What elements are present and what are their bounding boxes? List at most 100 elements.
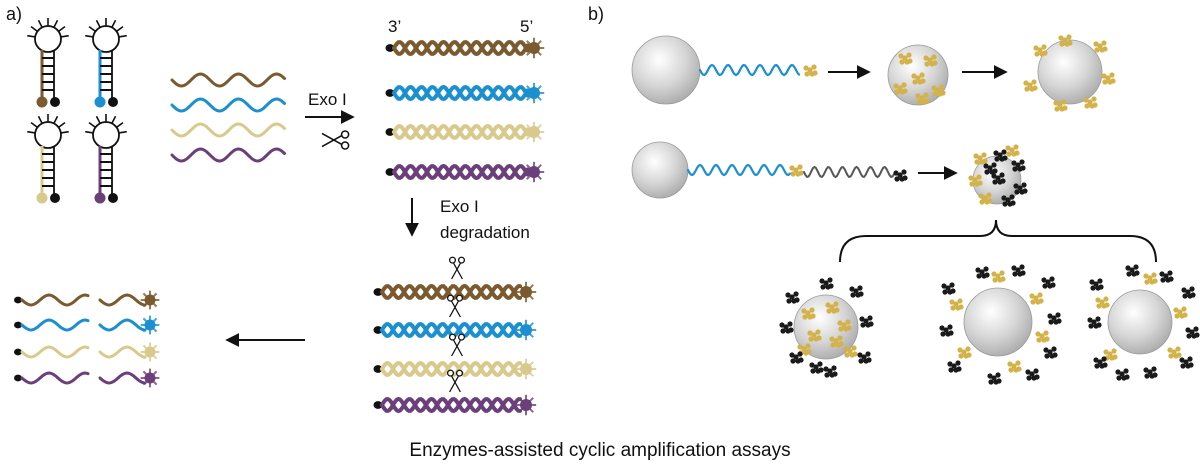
duplex-helix-b bbox=[380, 283, 522, 301]
fragment-strand bbox=[98, 345, 147, 359]
scissors-blade bbox=[452, 339, 463, 357]
cluster-particle bbox=[920, 78, 926, 84]
cluster-particle bbox=[827, 368, 833, 374]
hairpin-spike bbox=[118, 34, 127, 38]
cluster-particle bbox=[958, 353, 964, 359]
cluster-particle bbox=[902, 88, 908, 94]
cluster-particle bbox=[1179, 357, 1185, 363]
scissors-blade bbox=[451, 262, 462, 280]
nanoparticle-cluster-icon bbox=[1103, 348, 1118, 361]
cluster-particle bbox=[1107, 351, 1113, 357]
cluster-particle bbox=[894, 89, 900, 95]
cluster-particle bbox=[853, 288, 859, 294]
cluster-particle bbox=[806, 349, 812, 355]
nanoparticle-cluster-icon bbox=[947, 360, 962, 373]
cluster-particle bbox=[982, 158, 988, 164]
cluster-particle bbox=[1167, 270, 1173, 276]
cluster-particle bbox=[931, 85, 937, 91]
scissors-blade bbox=[321, 132, 343, 146]
cluster-particle bbox=[976, 273, 982, 279]
cluster-particle bbox=[807, 330, 813, 336]
cluster-particle bbox=[1189, 329, 1195, 335]
cluster-particle bbox=[1101, 40, 1107, 46]
cluster-particle bbox=[845, 319, 851, 325]
nanoparticle-cluster-icon bbox=[1007, 360, 1022, 373]
cluster-particle bbox=[788, 327, 794, 333]
cluster-particle bbox=[932, 60, 938, 66]
cluster-particle bbox=[979, 199, 985, 205]
cluster-particle bbox=[1090, 285, 1096, 291]
cluster-particle bbox=[1151, 272, 1157, 278]
cluster-particle bbox=[1087, 99, 1093, 105]
cluster-particle bbox=[1181, 287, 1187, 293]
cluster-particle bbox=[1112, 354, 1118, 360]
nanoparticle-cluster-icon bbox=[807, 329, 822, 342]
cluster-particle bbox=[1173, 307, 1179, 313]
cluster-particle bbox=[805, 343, 811, 349]
nanoparticle-cluster-icon bbox=[978, 192, 993, 205]
cluster-particle bbox=[789, 165, 795, 171]
fluorophore-core bbox=[520, 399, 532, 411]
nanoparticle-cluster-icon bbox=[837, 319, 852, 332]
cluster-particle bbox=[1033, 368, 1039, 374]
cluster-particle bbox=[1187, 356, 1193, 362]
cluster-particle bbox=[1193, 326, 1199, 332]
nanoparticle-cluster-icon bbox=[1093, 356, 1108, 369]
duplex-strand bbox=[385, 37, 545, 59]
cluster-particle bbox=[1097, 43, 1103, 49]
cluster-particle bbox=[1119, 371, 1125, 377]
cluster-particle bbox=[817, 361, 823, 367]
cluster-particle bbox=[1062, 105, 1068, 111]
hairpin-probe-icon bbox=[27, 114, 69, 204]
hairpin-spike bbox=[53, 115, 59, 124]
cluster-particle bbox=[1160, 277, 1166, 283]
degradation-label-line1: Exo I bbox=[440, 197, 479, 216]
cluster-particle bbox=[1143, 367, 1149, 373]
cluster-particle bbox=[1102, 362, 1108, 368]
cluster-particle bbox=[1182, 293, 1188, 299]
cluster-particle bbox=[1010, 200, 1016, 206]
cluster-particle bbox=[1129, 267, 1135, 273]
cluster-particle bbox=[902, 55, 908, 61]
hairpin-spike bbox=[37, 19, 43, 28]
cluster-particle bbox=[924, 98, 930, 104]
quencher-dot-icon bbox=[373, 401, 383, 409]
cluster-particle bbox=[939, 325, 945, 331]
cluster-particle bbox=[983, 163, 989, 169]
nanoparticle-cluster-icon bbox=[1058, 34, 1073, 47]
cluster-particle bbox=[945, 285, 951, 291]
cluster-particle bbox=[1030, 299, 1036, 305]
cluster-particle bbox=[1061, 99, 1067, 105]
cluster-particle bbox=[841, 322, 847, 328]
magnetic-bead-icon bbox=[631, 35, 701, 105]
cluster-particle bbox=[1002, 155, 1008, 161]
cluster-particle bbox=[823, 366, 829, 372]
cluster-particle bbox=[1002, 201, 1008, 207]
quencher-dot-icon bbox=[385, 168, 395, 176]
duplex-strand bbox=[373, 394, 537, 416]
cluster-particle bbox=[950, 305, 956, 311]
cluster-particle bbox=[1017, 185, 1023, 191]
cluster-particle bbox=[949, 282, 955, 288]
hairpin-spike bbox=[88, 122, 96, 129]
duplex-strand bbox=[385, 82, 545, 104]
nanoparticle-cluster-icon bbox=[1035, 330, 1050, 343]
cluster-particle bbox=[844, 352, 850, 358]
nanoparticle-cluster-icon bbox=[975, 266, 990, 279]
cluster-particle bbox=[1144, 279, 1150, 285]
cluster-particle bbox=[1163, 273, 1169, 279]
cluster-particle bbox=[1067, 40, 1073, 46]
cluster-particle bbox=[1055, 312, 1061, 318]
cluster-particle bbox=[942, 289, 948, 295]
duplex-strand bbox=[385, 121, 545, 143]
nanoparticle-cluster-icon bbox=[911, 72, 926, 85]
cluster-particle bbox=[807, 67, 813, 73]
nanoparticle-cluster-icon bbox=[1087, 316, 1102, 329]
cluster-particle bbox=[1044, 336, 1050, 342]
cluster-particle bbox=[966, 352, 972, 358]
scissors-handle bbox=[455, 294, 464, 302]
cluster-particle bbox=[859, 316, 865, 322]
cluster-particle bbox=[858, 358, 864, 364]
nanoparticle-cluster-icon bbox=[1001, 194, 1016, 207]
cluster-particle bbox=[916, 99, 922, 105]
